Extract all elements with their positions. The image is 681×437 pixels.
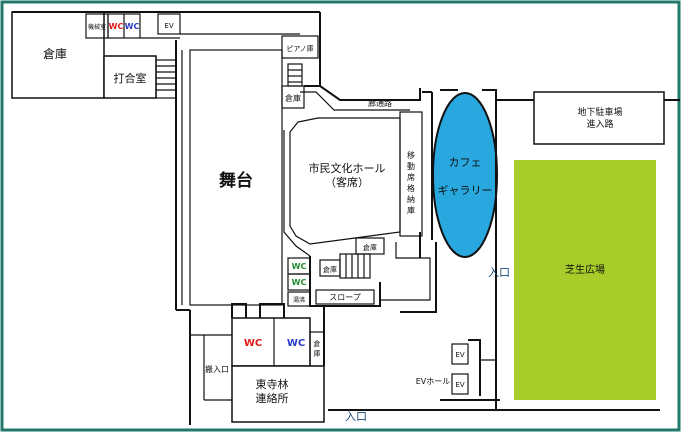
parking-ramp-room [533, 91, 665, 145]
label-wc-red-bottom: WC [244, 338, 262, 349]
label-wc-green-1: WC [292, 262, 307, 271]
ev-room-2 [451, 373, 469, 395]
storage-bottom-room [309, 331, 325, 367]
stairs-middle [339, 253, 371, 279]
label-office-line2: 連絡所 [256, 391, 289, 405]
label-hall-sub: （客席） [325, 175, 369, 189]
label-storage-bottom: 倉庫 [314, 339, 321, 358]
seat-storage-room [399, 111, 423, 237]
label-cafe: カフェ [449, 156, 482, 169]
svg-text:倉庫: 倉庫 [314, 339, 321, 358]
label-ev-2: EV [455, 381, 464, 389]
label-hall-name: 市民文化ホール [309, 161, 386, 175]
hall-seating [289, 117, 401, 245]
label-parking-ramp-2: 進入路 [586, 118, 613, 130]
label-corridor: 廊通路 [368, 98, 392, 108]
label-office-line1: 東寺林 [256, 377, 289, 391]
label-stage: 舞台 [219, 170, 253, 191]
label-parking-ramp-1: 地下駐車場 [577, 106, 622, 118]
label-entrance-bottom: 入口 [345, 410, 367, 423]
slope-area [315, 289, 375, 305]
ev-top-room [157, 13, 181, 35]
svg-text:移動席格納庫: 移動席格納庫 [407, 150, 415, 215]
label-slope: スロープ [329, 293, 361, 302]
label-wc-blue-bottom: WC [287, 338, 305, 349]
label-storage-middle: 倉庫 [363, 243, 377, 252]
label-gallery: ギャラリー [438, 184, 493, 197]
office-room [231, 365, 325, 423]
label-lawn: 芝生広場 [565, 263, 605, 276]
stairs-left [155, 59, 177, 99]
label-wc-blue-top: WC [125, 22, 140, 31]
label-seat-storage: 移動席格納庫 [407, 150, 415, 215]
label-ev-top: EV [164, 22, 173, 30]
label-storage-top-left: 倉庫 [43, 46, 67, 61]
label-ev-hall: EVホール [416, 377, 451, 386]
cafe-gallery-area [432, 92, 498, 258]
label-wc-red-top: WC [109, 22, 124, 31]
label-hot-water: 湯沸 [293, 296, 305, 304]
label-ev-1: EV [455, 351, 464, 359]
label-entrance-right: 入口 [488, 266, 510, 279]
label-meeting-room: 打合室 [114, 71, 147, 85]
lawn-area [514, 160, 656, 400]
label-side-entrance: 搬入口 [205, 364, 229, 374]
label-wc-green-2: WC [292, 278, 307, 287]
ev-room-1 [451, 343, 469, 365]
label-piano-storage: ピアノ庫 [286, 44, 313, 53]
label-machine-room: 機械室 [88, 23, 106, 31]
piano-storage-room [281, 35, 319, 59]
stairs-stage-right [287, 63, 303, 87]
label-storage-small: 倉庫 [323, 265, 337, 274]
label-storage-stage-side: 倉庫 [285, 93, 301, 103]
